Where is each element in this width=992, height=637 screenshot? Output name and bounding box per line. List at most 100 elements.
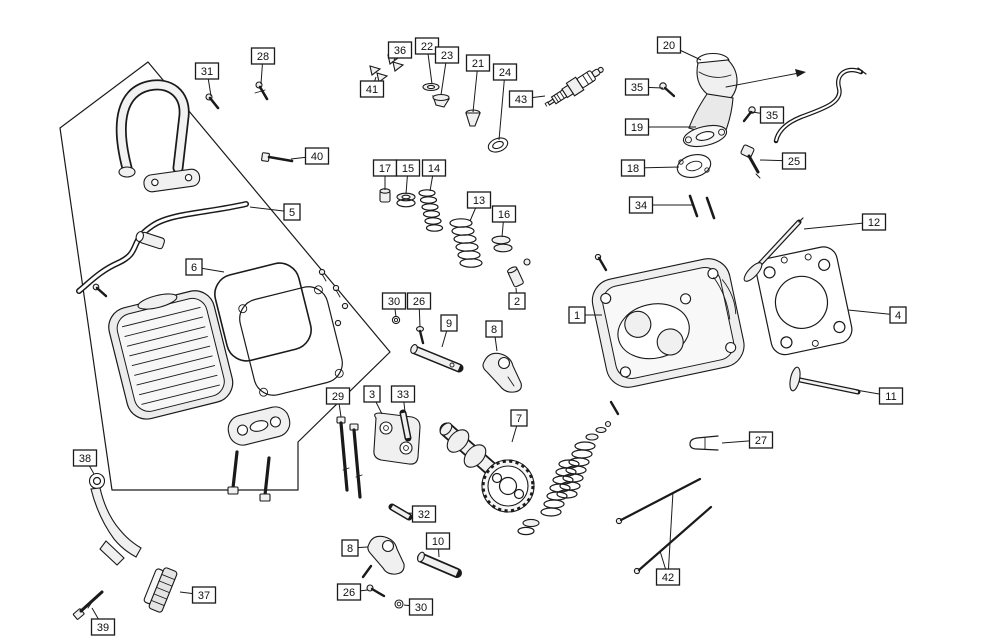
callout-9[interactable]: 9 [440, 314, 458, 348]
callout-22[interactable]: 22 [414, 37, 440, 85]
callout-box[interactable] [440, 314, 458, 332]
callout-box[interactable] [889, 306, 907, 324]
callout-box[interactable] [861, 213, 887, 231]
callout-box[interactable] [395, 159, 421, 177]
callout-box[interactable] [656, 36, 682, 54]
callout-box[interactable] [491, 205, 517, 223]
callout-6[interactable]: 6 [185, 258, 225, 276]
callout-box[interactable] [336, 583, 362, 601]
fork-clip-27 [689, 435, 719, 451]
callout-2[interactable]: 2 [508, 287, 526, 310]
callout-13[interactable]: 13 [466, 191, 492, 222]
callout-box[interactable] [878, 387, 904, 405]
callout-26[interactable]: 26 [406, 292, 432, 328]
callout-41[interactable]: 41 [359, 76, 385, 98]
callout-box[interactable] [466, 191, 492, 209]
callout-33[interactable]: 33 [390, 385, 416, 413]
callout-25[interactable]: 25 [759, 152, 807, 170]
callout-8[interactable]: 8 [485, 320, 503, 352]
callout-box[interactable] [387, 41, 413, 59]
callout-box[interactable] [406, 292, 432, 310]
callout-box[interactable] [194, 62, 220, 80]
callout-40[interactable]: 40 [290, 147, 330, 165]
callout-box[interactable] [411, 505, 437, 523]
callout-box[interactable] [363, 385, 381, 403]
callout-3[interactable]: 3 [363, 385, 383, 415]
callout-1[interactable]: 1 [568, 306, 602, 324]
callout-30[interactable]: 30 [381, 292, 407, 318]
callout-37[interactable]: 37 [179, 586, 217, 604]
callout-box[interactable] [408, 598, 434, 616]
callout-box[interactable] [748, 431, 774, 449]
callout-19[interactable]: 19 [624, 118, 697, 136]
callout-label: 21 [472, 58, 484, 70]
callout-box[interactable] [390, 385, 416, 403]
callout-29[interactable]: 29 [325, 387, 351, 418]
callout-box[interactable] [510, 409, 528, 427]
boundary-outline [59, 61, 391, 491]
callout-box[interactable] [359, 80, 385, 98]
bolt-29a [336, 416, 350, 492]
callout-8[interactable]: 8 [341, 539, 369, 557]
callout-box[interactable] [191, 586, 217, 604]
callout-box[interactable] [425, 532, 451, 550]
callout-31[interactable]: 31 [194, 62, 220, 97]
callout-17[interactable]: 17 [372, 159, 398, 190]
seal-ring-24 [487, 137, 509, 153]
callout-21[interactable]: 21 [465, 54, 491, 113]
callout-15[interactable]: 15 [395, 159, 421, 195]
callout-box[interactable] [421, 159, 447, 177]
callout-43[interactable]: 43 [508, 90, 546, 108]
callout-26[interactable]: 26 [336, 583, 369, 601]
callout-box[interactable] [90, 618, 116, 636]
callout-box[interactable] [508, 90, 534, 108]
callout-box[interactable] [250, 47, 276, 65]
callout-box[interactable] [381, 292, 407, 310]
callout-18[interactable]: 18 [620, 159, 680, 177]
callout-11[interactable]: 11 [855, 387, 904, 405]
callout-box[interactable] [72, 449, 98, 467]
callout-box[interactable] [304, 147, 330, 165]
callout-box[interactable] [465, 54, 491, 72]
callout-box[interactable] [325, 387, 351, 405]
callout-36[interactable]: 36 [387, 41, 413, 61]
hose-bolt [92, 283, 108, 298]
callout-box[interactable] [624, 78, 650, 96]
callout-12[interactable]: 12 [803, 213, 887, 231]
callout-box[interactable] [341, 539, 359, 557]
callout-14[interactable]: 14 [421, 159, 447, 192]
callout-5[interactable]: 5 [249, 203, 301, 221]
callout-box[interactable] [508, 292, 526, 310]
callout-35[interactable]: 35 [751, 106, 785, 124]
callout-box[interactable] [568, 306, 586, 324]
callout-23[interactable]: 23 [434, 46, 460, 96]
callout-10[interactable]: 10 [425, 532, 451, 558]
callout-38[interactable]: 38 [72, 449, 98, 475]
callout-box[interactable] [185, 258, 203, 276]
callout-16[interactable]: 16 [491, 205, 517, 238]
callout-box[interactable] [620, 159, 646, 177]
callout-30[interactable]: 30 [403, 598, 434, 616]
callout-box[interactable] [492, 63, 518, 81]
callout-39[interactable]: 39 [90, 607, 116, 636]
callout-box[interactable] [759, 106, 785, 124]
callout-28[interactable]: 28 [250, 47, 276, 85]
callout-box[interactable] [485, 320, 503, 338]
callout-box[interactable] [434, 46, 460, 64]
callout-35[interactable]: 35 [624, 78, 664, 96]
callout-42[interactable]: 42 [655, 491, 681, 586]
callout-7[interactable]: 7 [510, 409, 528, 443]
callout-box[interactable] [628, 196, 654, 214]
callout-box[interactable] [781, 152, 807, 170]
callout-24[interactable]: 24 [492, 63, 518, 141]
callout-27[interactable]: 27 [721, 431, 774, 449]
callout-34[interactable]: 34 [628, 196, 693, 214]
callout-box[interactable] [624, 118, 650, 136]
callout-box[interactable] [283, 203, 301, 221]
callout-box[interactable] [414, 37, 440, 55]
callout-box[interactable] [655, 568, 681, 586]
callout-32[interactable]: 32 [407, 505, 437, 523]
callout-20[interactable]: 20 [656, 36, 702, 61]
callout-4[interactable]: 4 [847, 306, 907, 324]
